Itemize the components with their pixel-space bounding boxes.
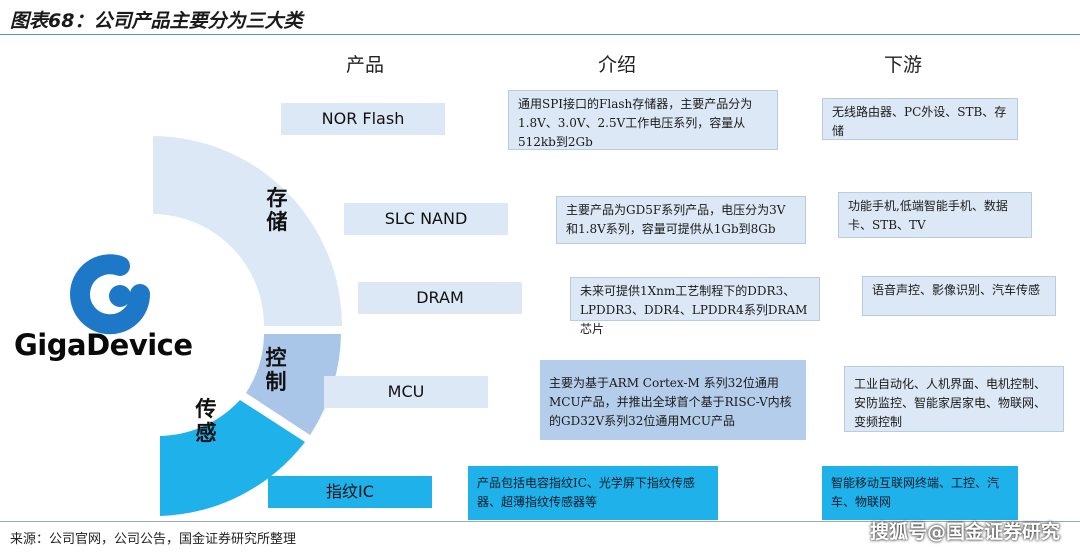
intro-mcu: 主要为基于ARM Cortex-M 系列32位通用MCU产品，并推出全球首个基于…: [540, 360, 806, 440]
title-divider: [0, 34, 1080, 35]
downstream-fingerprint-ic: 智能移动互联网终端、工控、汽车、物联网: [822, 466, 1018, 520]
intro-nor-flash: 通用SPI接口的Flash存储器，主要产品分为1.8V、3.0V、2.5V工作电…: [508, 90, 778, 150]
gigadevice-logo: [10, 236, 186, 370]
product-dram: DRAM: [358, 282, 522, 314]
source-note: 来源：公司官网，公司公告，国金证券研究所整理: [10, 532, 297, 547]
arc-segment-storage: [153, 136, 342, 326]
column-header-product: 产品: [346, 54, 385, 76]
column-header-intro: 介绍: [598, 54, 637, 76]
category-label-sensing: 传感: [195, 396, 217, 445]
logo-wordmark: GigaDevice: [14, 328, 193, 362]
product-nor-flash: NOR Flash: [281, 103, 445, 135]
column-header-downstream: 下游: [884, 54, 923, 76]
figure-title: 图表68：公司产品主要分为三大类: [10, 10, 303, 32]
downstream-dram: 语音声控、影像识别、汽车传感: [862, 276, 1056, 316]
arc-segment-sensing: [160, 400, 305, 516]
downstream-nor-flash: 无线路由器、PC外设、STB、存储: [822, 98, 1018, 140]
downstream-slc-nand: 功能手机,低端智能手机、数据卡、STB、TV: [838, 192, 1032, 238]
product-fingerprint-ic: 指纹IC: [268, 476, 432, 508]
intro-fingerprint-ic: 产品包括电容指纹IC、光学屏下指纹传感器、超薄指纹传感器等: [468, 466, 718, 520]
intro-dram: 未来可提供1Xnm工艺制程下的DDR3、LPDDR3、DDR4、LPDDR4系列…: [570, 277, 820, 336]
product-slc-nand: SLC NAND: [344, 203, 508, 235]
intro-slc-nand: 主要产品为GD5F系列产品，电压分为3V和1.8V系列，容量可提供从1Gb到8G…: [556, 196, 806, 244]
product-mcu: MCU: [324, 376, 488, 408]
watermark: 搜狐号@国金证券研究: [869, 521, 1060, 543]
gigadevice-logo-icon: [70, 254, 151, 335]
category-label-storage: 存储: [266, 185, 288, 234]
downstream-mcu: 工业自动化、人机界面、电机控制、安防监控、智能家居家电、物联网、变频控制: [844, 366, 1064, 432]
category-label-control: 控制: [265, 345, 287, 394]
footer-divider: [0, 521, 1080, 522]
arc-segment-control: [246, 334, 341, 435]
